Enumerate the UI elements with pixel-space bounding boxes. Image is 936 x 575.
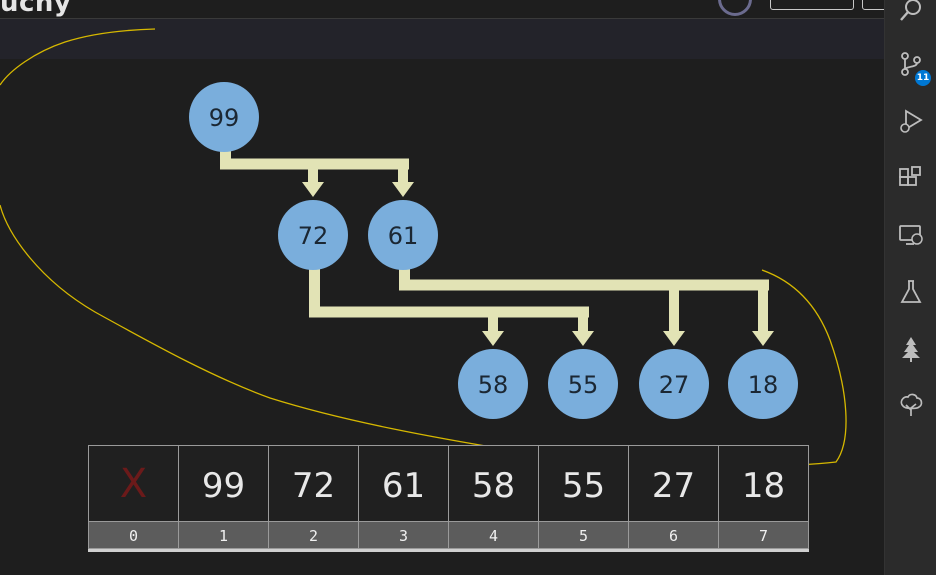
- array-cell-value: 99: [202, 466, 245, 506]
- title-bar: uchy: [0, 0, 892, 19]
- heap-node-label: 58: [478, 371, 509, 399]
- array-cell-value: 72: [292, 466, 335, 506]
- heap-node: 58: [458, 349, 528, 419]
- array-cell-index: 2: [309, 527, 318, 545]
- heap-node-circle: [728, 349, 798, 419]
- heap-node-label: 27: [659, 371, 690, 399]
- array-cell-index: 5: [579, 527, 588, 545]
- toolbar-band: [0, 19, 884, 59]
- array-cell: 555: [538, 445, 629, 549]
- gitlens-icon[interactable]: [885, 380, 936, 432]
- array-empty-marker: X: [120, 461, 147, 507]
- remote-explorer-icon[interactable]: [885, 209, 936, 261]
- array-cell-index: 1: [219, 527, 228, 545]
- header-button[interactable]: [770, 0, 854, 10]
- run-debug-icon[interactable]: [885, 95, 936, 147]
- page-title: uchy: [0, 0, 72, 18]
- tree-edge: [309, 266, 594, 346]
- array-cell: 58 4: [448, 445, 539, 549]
- heap-node-label: 72: [298, 222, 329, 250]
- tree-edge: [220, 148, 414, 197]
- array-cell-value: 27: [652, 466, 695, 506]
- array-cell: 27 6: [628, 445, 719, 549]
- heap-node-label: 18: [748, 371, 779, 399]
- heap-node: 55: [548, 349, 618, 419]
- activity-bar: 11: [884, 0, 936, 575]
- array-cell-value: 61: [382, 466, 425, 506]
- array-bottom-border: [88, 549, 809, 552]
- heap-node-label: 61: [388, 222, 419, 250]
- array-cell-index: 7: [759, 527, 768, 545]
- heap-node: 61: [368, 200, 438, 270]
- heap-node-label: 99: [209, 104, 240, 132]
- extensions-icon[interactable]: [885, 152, 936, 204]
- tree-icon[interactable]: [885, 323, 936, 375]
- array-cell: X0: [88, 445, 179, 549]
- source-control-icon[interactable]: 11: [885, 38, 936, 90]
- tree-nodes: 99 72 61 58 55 27 18: [189, 82, 798, 419]
- heap-node: 27: [639, 349, 709, 419]
- array-cell-index: 4: [489, 527, 498, 545]
- tree-edges: [220, 148, 774, 346]
- array-cell-index: 0: [129, 527, 138, 545]
- testing-icon[interactable]: [885, 266, 936, 318]
- heap-node: 18: [728, 349, 798, 419]
- heap-node: 72: [278, 200, 348, 270]
- array-cell-value: 18: [742, 466, 785, 506]
- heap-node: 99: [189, 82, 259, 152]
- tree-edge: [399, 266, 774, 346]
- heap-node-circle: [278, 200, 348, 270]
- array-cell: 61 3: [358, 445, 449, 549]
- heap-node-circle: [458, 349, 528, 419]
- array-cell: 72 2: [268, 445, 359, 549]
- heap-node-label: 55: [568, 371, 599, 399]
- heap-node-circle: [548, 349, 618, 419]
- array-cell: 18 7: [718, 445, 809, 549]
- heap-node-circle: [189, 82, 259, 152]
- source-control-badge: 11: [915, 70, 931, 86]
- array-cell-value: 55: [562, 466, 605, 506]
- heap-node-circle: [639, 349, 709, 419]
- array-cell-index: 3: [399, 527, 408, 545]
- array-cell-value: 58: [472, 466, 515, 506]
- array-cell: 99 1: [178, 445, 269, 549]
- heap-node-circle: [368, 200, 438, 270]
- array-cell-index: 6: [669, 527, 678, 545]
- search-icon[interactable]: [885, 0, 936, 36]
